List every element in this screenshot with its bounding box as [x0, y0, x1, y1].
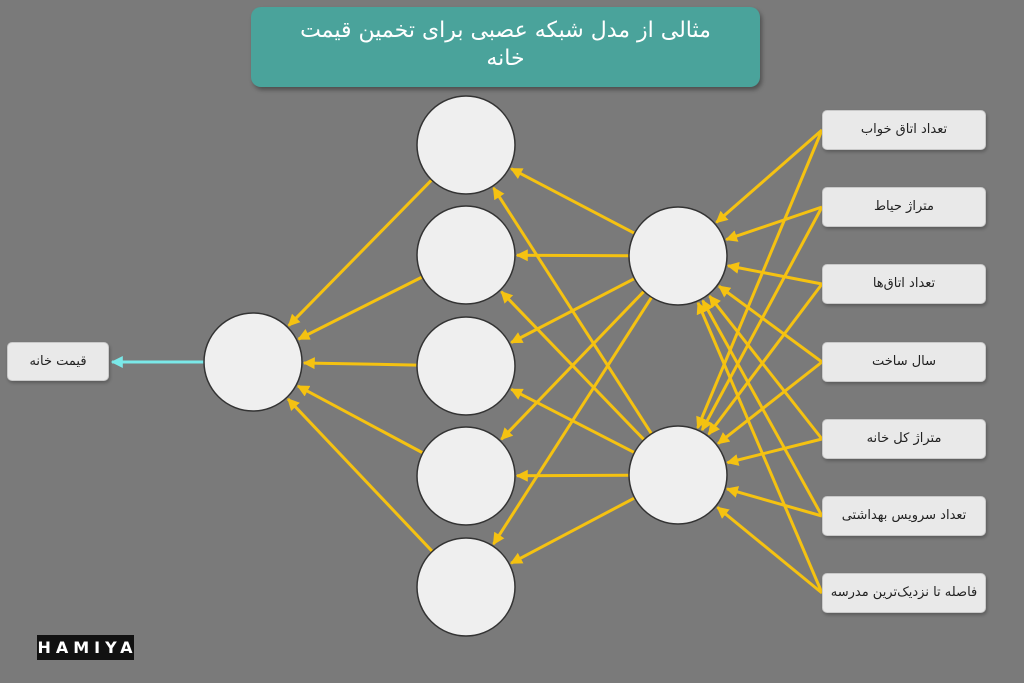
hamiya-logo: HAMIYA: [37, 635, 134, 660]
connection-input4-layer2node0: [708, 295, 824, 440]
connection-layer2node0-hidden0: [510, 167, 636, 235]
hidden-node-5: [416, 537, 516, 637]
connection-input4-layer2node1: [726, 437, 823, 466]
connection-layer2node0-hidden1: [515, 249, 630, 262]
connection-layer2node1-hidden4: [510, 496, 636, 565]
hidden-node-4: [416, 426, 516, 526]
input-label-school-distance: فاصله تا نزدیک‌ترین مدرسه: [822, 573, 986, 613]
input-label-rooms: تعداد اتاق‌ها: [822, 264, 986, 304]
input-label-bedrooms: تعداد اتاق خواب: [822, 110, 986, 150]
input-label-total-area: متراژ کل خانه: [822, 419, 986, 459]
connection-layer2node1-hidden0: [492, 186, 653, 435]
connection-hidden1-output: [297, 275, 423, 341]
connection-input0-layer2node1: [696, 129, 824, 430]
hidden-node-3: [416, 316, 516, 416]
connection-input3-layer2node0: [718, 285, 823, 364]
connection-hidden2-output: [302, 357, 418, 370]
layer2-node-1: [628, 206, 728, 306]
hidden-node-1: [416, 95, 516, 195]
connection-input2-layer2node1: [707, 283, 824, 436]
connection-layer2node1-hidden2: [510, 387, 636, 454]
connection-input6-layer2node1: [716, 506, 823, 595]
hidden-node-2: [416, 205, 516, 305]
connection-input2-layer2node0: [726, 261, 823, 286]
page-title: مثالی از مدل شبکه عصبی برای تخمین قیمت خ…: [251, 7, 760, 87]
connection-input0-layer2node0: [715, 128, 823, 224]
output-node: [203, 312, 303, 412]
connection-hidden4-output: [286, 398, 434, 553]
input-label-year-built: سال ساخت: [822, 342, 986, 382]
connection-layer2node1-hidden3: [515, 469, 630, 482]
connection-input1-layer2node0: [725, 205, 823, 242]
connection-hidden0-output: [287, 178, 433, 327]
connection-input3-layer2node1: [717, 360, 823, 445]
connection-layer2node1-hidden1: [500, 290, 646, 441]
connection-input5-layer2node1: [725, 486, 823, 518]
connection-hidden3-output: [296, 384, 424, 455]
connection-input6-layer2node0: [696, 301, 824, 594]
layer2-node-2: [628, 425, 728, 525]
input-label-yard-area: متراژ حیاط: [822, 187, 986, 227]
output-label-house-price: قیمت خانه: [7, 342, 109, 381]
connection-input5-layer2node0: [701, 299, 824, 517]
input-label-bathrooms: تعداد سرویس بهداشتی: [822, 496, 986, 536]
